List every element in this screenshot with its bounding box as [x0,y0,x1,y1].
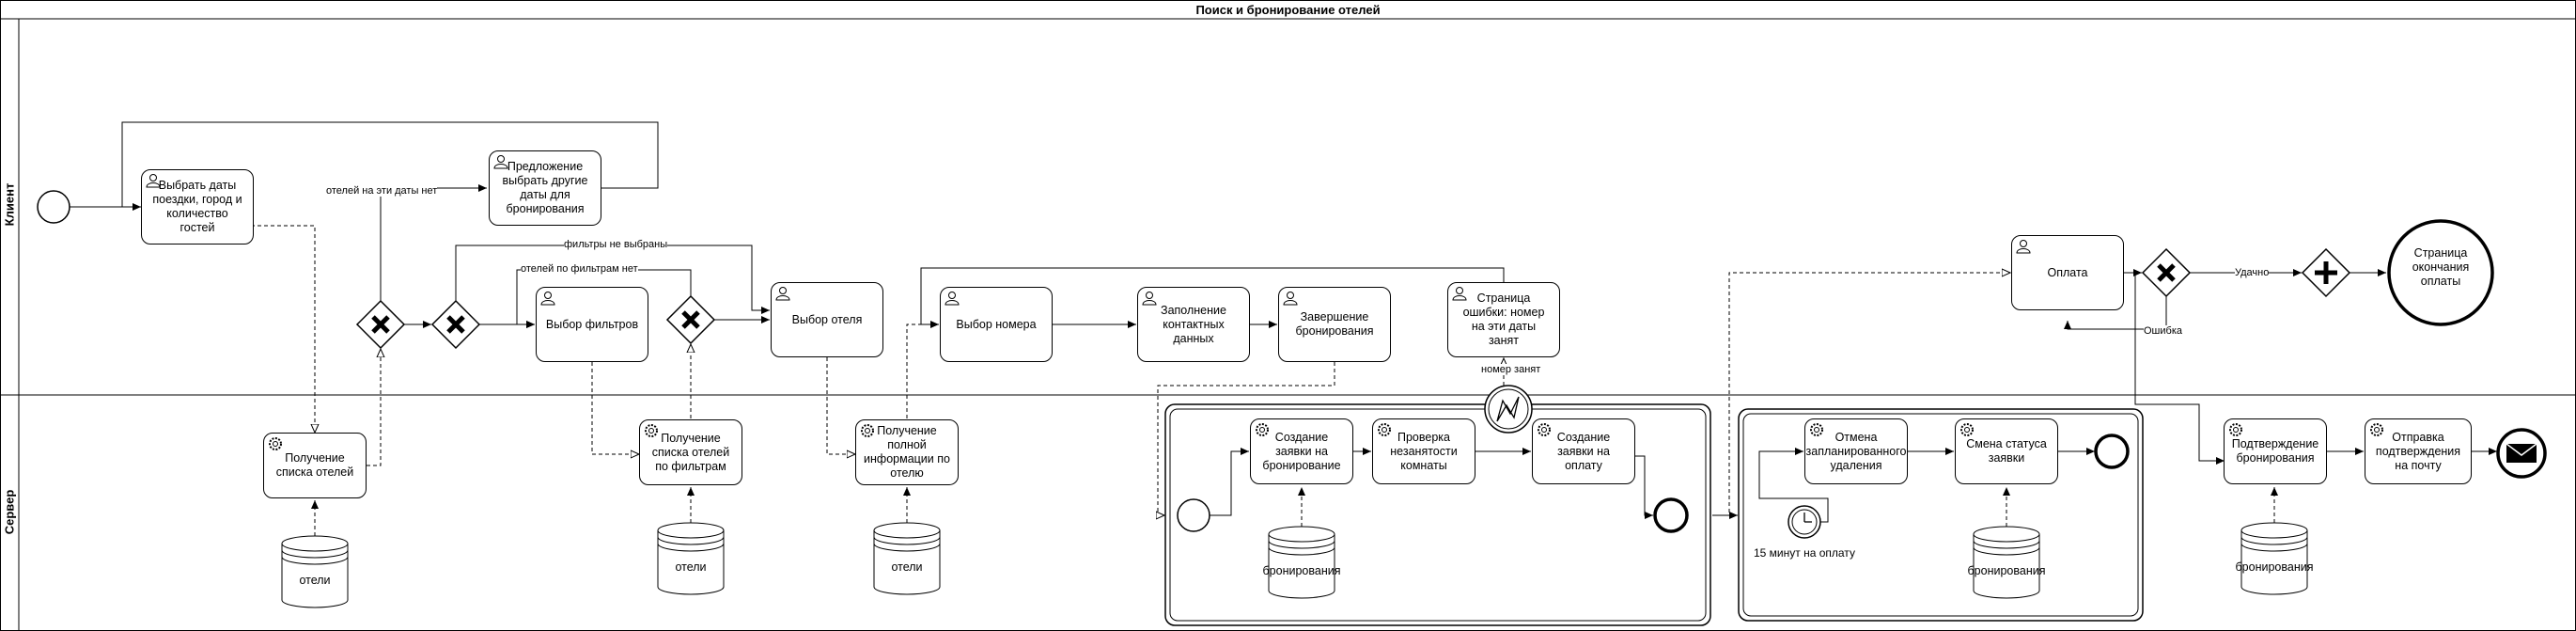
gateway-1 [355,299,406,350]
task-create-payment[interactable]: Создание заявки на оплату [1532,418,1635,484]
task-label: Подтверждение бронирования [2231,437,2319,465]
user-icon [775,287,790,301]
task-get-hotels[interactable]: Получение списка отелей [263,433,367,498]
task-error-page[interactable]: Страница ошибки: номер на эти даты занят [1447,282,1560,357]
start-event [37,190,70,224]
task-label: Проверка незанятости комнаты [1390,430,1458,472]
datastore-bookings2 [1973,526,2040,599]
gateway-3 [665,294,716,345]
task-choose-room[interactable]: Выбор номера [940,287,1053,362]
user-icon [2016,240,2031,254]
task-label: Предложение выбрать другие даты для брон… [502,160,588,215]
task-get-hotels-filtered[interactable]: Получение списка отелей по фильтрам [639,419,742,485]
gear-icon [269,437,282,450]
task-label: Создание заявки на оплату [1556,430,1611,472]
user-icon [146,174,161,188]
gear-icon [1378,423,1391,436]
gear-icon [861,424,874,437]
datastore-label: бронирования [2235,560,2314,574]
task-label: Отмена запланированного удаления [1805,430,1907,472]
datastore-label: отели [299,574,331,587]
gear-icon [1960,423,1974,436]
datastore-hotels2 [657,522,725,595]
user-icon [493,155,508,169]
gear-icon [645,424,658,437]
gear-icon [2370,423,2383,436]
lane-server-title: Сервер [2,489,17,535]
flow-label: отелей на эти даты нет [326,185,438,197]
task-label: Смена статуса заявки [1966,437,2047,465]
message-end-event [2496,428,2547,479]
task-cancel-deletion[interactable]: Отмена запланированного удаления [1804,418,1908,484]
flow-label: Удачно [2235,267,2270,278]
flow-label: Ошибка [2144,325,2182,337]
datastore-label: бронирования [1262,564,1341,577]
subprocess-payment-frame [1738,408,2144,622]
user-icon [1283,292,1298,306]
task-finish-booking[interactable]: Завершение бронирования [1278,287,1391,362]
task-label: Выбор отеля [791,312,863,326]
task-label: Выбор фильтров [545,317,639,331]
task-change-status[interactable]: Смена статуса заявки [1955,418,2058,484]
task-create-booking[interactable]: Создание заявки на бронирование [1250,418,1353,484]
task-label: Заполнение контактных данных [1161,303,1226,345]
task-label: Получение списка отелей [275,451,354,479]
error-boundary-event [1484,385,1533,434]
flow-label: отелей по фильтрам нет [521,263,638,275]
user-icon [540,292,555,306]
timer-label: 15 минут на оплату [1754,546,1855,560]
timer-icon [1788,505,1821,539]
gear-icon [1256,423,1269,436]
subprocess-booking-frame [1164,403,1711,626]
subprocess2-end-event [2094,434,2130,469]
task-label: Создание заявки на бронирование [1262,430,1341,472]
datastore-bookings3 [2240,522,2308,595]
task-label: Оплата [2047,265,2088,279]
subprocess-start-event [1177,498,1210,532]
task-payment[interactable]: Оплата [2011,235,2124,310]
flow-label: номер занят [1481,364,1541,375]
datastore-label: отели [891,560,923,574]
flow-label: фильтры не выбраны [564,239,668,250]
datastore-label: отели [675,560,707,574]
datastore-bookings1 [1268,526,1335,599]
task-send-email[interactable]: Отправка подтверждения на почту [2365,418,2472,484]
subprocess-end-event [1653,497,1689,533]
task-choose-filters[interactable]: Выбор фильтров [536,287,648,362]
end-event-payment [2387,219,2494,326]
user-icon [1452,287,1467,301]
task-label: Получение списка отелей по фильтрам [651,431,730,473]
datastore-hotels3 [873,522,941,595]
datastore-hotels1 [281,535,349,608]
task-label: Получение полной информации по отелю [864,424,950,480]
gateway-2 [430,299,481,350]
task-choose-hotel[interactable]: Выбор отеля [771,282,883,357]
task-label: Выбрать даты поездки, город и количество… [152,179,242,234]
task-choose-dates[interactable]: Выбрать даты поездки, город и количество… [141,169,254,245]
task-fill-contacts[interactable]: Заполнение контактных данных [1137,287,1250,362]
task-label: Выбор номера [956,317,1037,331]
datastore-label: бронирования [1967,564,2046,577]
task-check-rooms[interactable]: Проверка незанятости комнаты [1372,418,1475,484]
user-icon [945,292,960,306]
task-label: Страница ошибки: номер на эти даты занят [1462,292,1545,347]
gear-icon [1538,423,1551,436]
pool-title: Поиск и бронирование отелей [1195,2,1381,17]
task-label: Отправка подтверждения на почту [2375,430,2461,472]
gateway-payment [2141,247,2192,298]
task-label: Завершение бронирования [1295,310,1374,338]
gear-icon [2229,423,2242,436]
user-icon [1142,292,1157,306]
end-page-label: Страница окончания оплаты [2412,246,2470,288]
gear-icon [1810,423,1823,436]
lane-client-title: Клиент [2,182,17,227]
gateway-parallel [2301,247,2351,298]
task-get-hotel-info[interactable]: Получение полной информации по отелю [855,419,959,485]
task-confirm-booking[interactable]: Подтверждение бронирования [2224,418,2327,484]
task-suggest-other-dates[interactable]: Предложение выбрать другие даты для брон… [489,150,601,226]
